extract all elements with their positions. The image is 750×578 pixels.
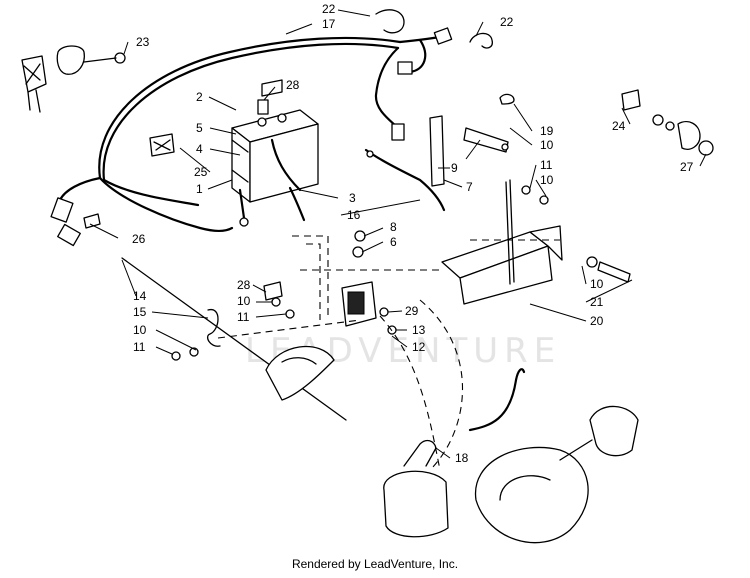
callout-18: 18	[455, 451, 469, 465]
callout-10-right: 10	[540, 173, 554, 187]
callout-11-right: 11	[540, 158, 553, 172]
battery-cables	[288, 148, 446, 222]
switch-assembly	[21, 45, 126, 113]
wiring-harness	[58, 34, 447, 233]
footer-credit: Rendered by LeadVenture, Inc.	[291, 557, 459, 571]
battery-tray	[441, 179, 563, 305]
callout-22-right: 22	[500, 15, 514, 29]
callout-13: 13	[412, 323, 426, 337]
callout-21: 21	[590, 295, 604, 309]
callout-4: 4	[196, 142, 203, 156]
bracket	[463, 93, 515, 153]
callout-10-mid: 10	[237, 294, 251, 308]
callout-25: 25	[194, 165, 208, 179]
callout-12: 12	[412, 340, 426, 354]
callout-15: 15	[133, 305, 147, 319]
battery-strap	[429, 115, 445, 187]
key-switch	[621, 89, 714, 156]
callout-29: 29	[405, 304, 419, 318]
callout-27: 27	[680, 160, 694, 174]
callout-5: 5	[196, 121, 203, 135]
solenoid	[341, 230, 397, 335]
callout-19: 19	[540, 124, 554, 138]
harness-connectors	[50, 27, 453, 247]
callout-10-upper-right: 10	[540, 138, 554, 152]
callout-17: 17	[322, 17, 336, 31]
callout-labels: 2 5 4 1 25 28 3 16 17 22 22 23 26 14 15 …	[132, 2, 694, 465]
callout-26: 26	[132, 232, 146, 246]
plug-connector	[83, 213, 101, 229]
callout-28-top: 28	[286, 78, 300, 92]
callout-1: 1	[196, 182, 203, 196]
harness-clips	[375, 9, 493, 49]
callout-14: 14	[133, 289, 147, 303]
callout-8: 8	[390, 220, 397, 234]
callout-7: 7	[466, 180, 473, 194]
callout-2: 2	[196, 90, 203, 104]
callout-9: 9	[451, 161, 458, 175]
callout-16: 16	[347, 208, 361, 222]
callout-10-left: 10	[133, 323, 147, 337]
callout-10-lower-right: 10	[590, 277, 604, 291]
callout-6: 6	[390, 235, 397, 249]
engine-housing	[265, 345, 639, 544]
decal	[149, 133, 175, 157]
callout-11-left: 11	[133, 340, 146, 354]
callout-24: 24	[612, 119, 626, 133]
callout-20: 20	[590, 314, 604, 328]
battery	[231, 79, 319, 227]
callout-23: 23	[136, 35, 150, 49]
callout-3: 3	[349, 191, 356, 205]
callout-22-left: 22	[322, 2, 336, 16]
callout-28-mid: 28	[237, 278, 251, 292]
rod-and-clamp	[121, 257, 347, 421]
callout-11-mid: 11	[237, 310, 250, 324]
leader-lines	[89, 9, 707, 459]
